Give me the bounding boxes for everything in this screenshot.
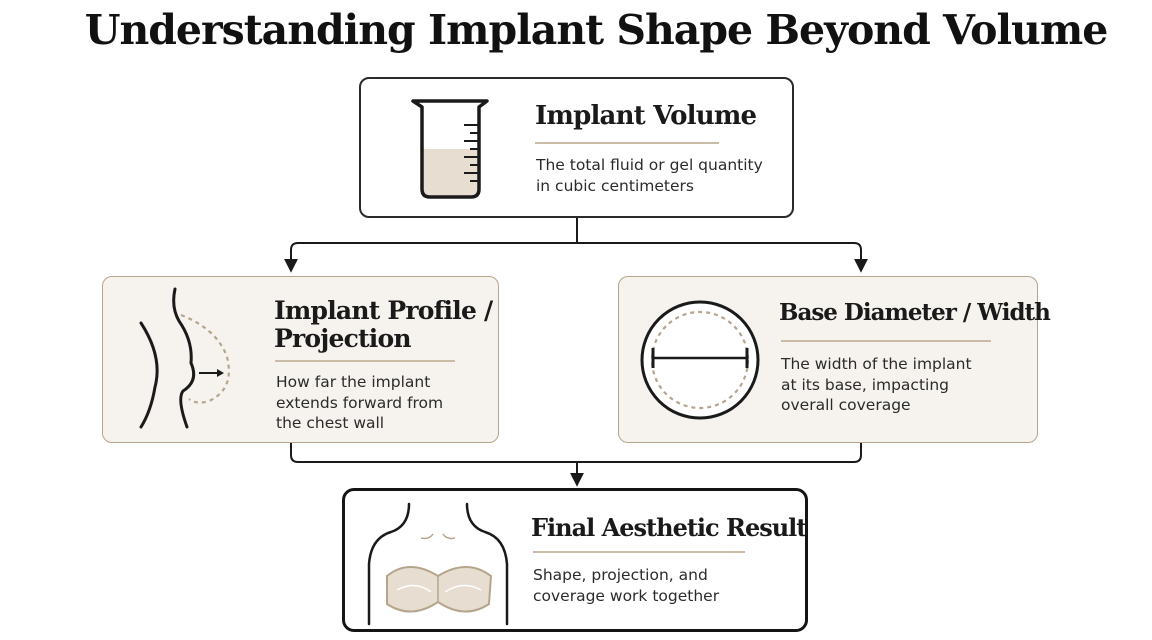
base-diameter-box: Base Diameter / Width The width of the i… xyxy=(618,276,1051,443)
final-result-rule xyxy=(533,551,745,553)
implant-profile-rule xyxy=(275,360,455,362)
implant-volume-box: Implant Volume The total fluid or gel qu… xyxy=(359,77,794,218)
base-diameter-circle-icon xyxy=(640,300,760,420)
final-result-box: Final Aesthetic Result Shape, projection… xyxy=(342,488,808,632)
connector-profile-merge xyxy=(290,443,577,463)
implant-profile-description: How far the implant extends forward from… xyxy=(276,373,444,432)
implant-volume-description: The total fluid or gel quantity in cubic… xyxy=(536,156,763,195)
implant-volume-rule xyxy=(535,142,719,144)
implant-profile-box: Implant Profile / Projection How far the… xyxy=(102,276,499,443)
side-profile-projection-icon xyxy=(139,287,230,429)
page-title: Understanding Implant Shape Beyond Volum… xyxy=(84,6,1109,54)
torso-result-icon xyxy=(367,502,509,626)
final-result-heading: Final Aesthetic Result xyxy=(531,513,807,542)
final-result-description: Shape, projection, and coverage work tog… xyxy=(533,566,720,605)
connector-to-base xyxy=(577,242,868,273)
implant-volume-heading: Implant Volume xyxy=(535,101,757,131)
measuring-beaker-icon xyxy=(411,99,489,199)
base-diameter-description: The width of the implant at its base, im… xyxy=(781,355,972,414)
base-diameter-rule xyxy=(781,340,991,342)
connector-to-profile xyxy=(284,242,577,273)
connector-base-merge xyxy=(577,443,862,463)
implant-profile-heading: Implant Profile / Projection xyxy=(274,296,493,353)
base-diameter-heading: Base Diameter / Width xyxy=(779,299,1051,326)
